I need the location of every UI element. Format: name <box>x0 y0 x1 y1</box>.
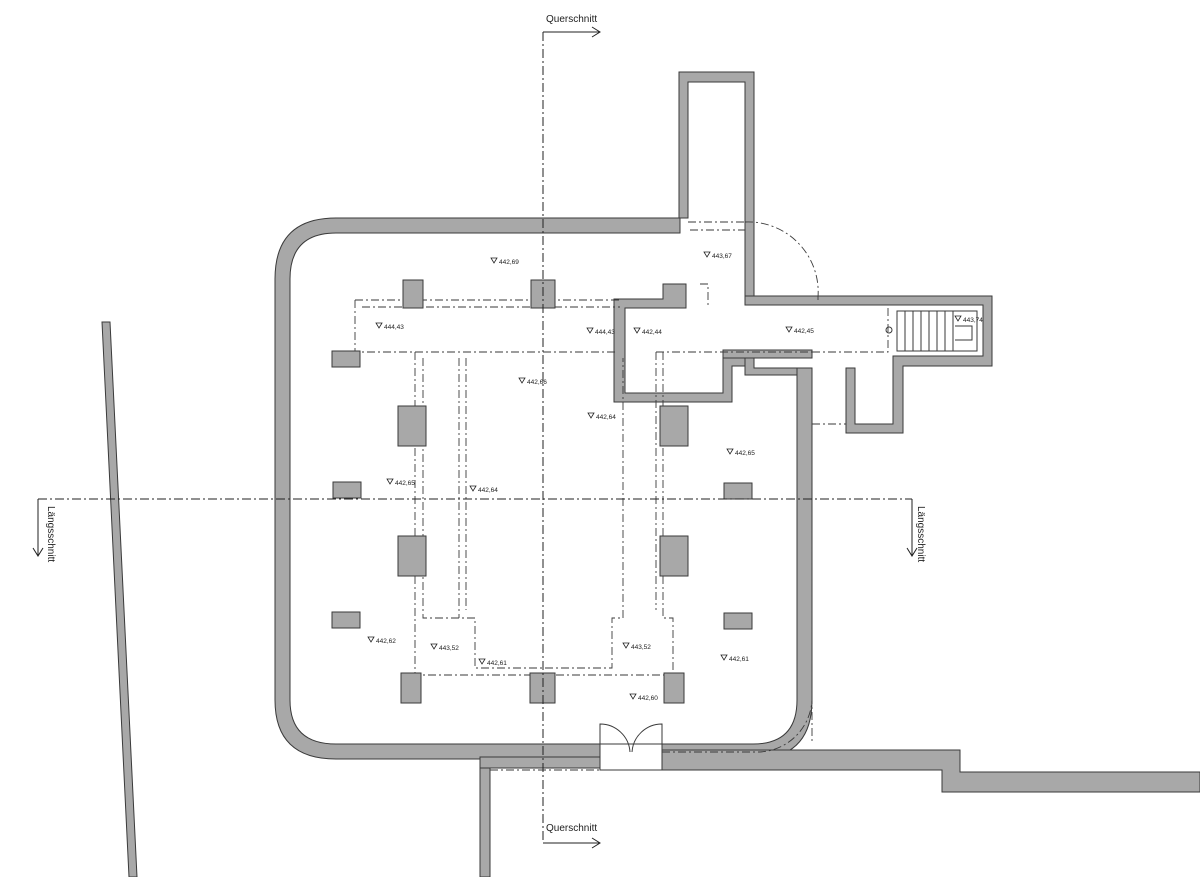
svg-text:443,52: 443,52 <box>631 644 651 651</box>
staircase <box>885 310 978 352</box>
corridor-entry-wall <box>613 283 746 403</box>
door-leaf-left <box>599 723 631 753</box>
level-marker: 443,52 <box>622 642 651 651</box>
svg-text:444,43: 444,43 <box>595 329 615 336</box>
svg-text:442,45: 442,45 <box>794 328 814 335</box>
svg-text:442,61: 442,61 <box>729 656 749 663</box>
level-marker: 444,43 <box>375 322 404 331</box>
level-marker: 442,62 <box>367 636 396 645</box>
svg-text:442,65: 442,65 <box>735 450 755 457</box>
svg-text:443,67: 443,67 <box>712 253 732 260</box>
level-marker: 443,67 <box>703 251 732 260</box>
level-marker: 443,52 <box>430 643 459 652</box>
shaft-wall <box>678 71 755 301</box>
svg-text:442,69: 442,69 <box>499 259 519 266</box>
level-markers: 442,69 443,67 444,43 444,43 442,44 442,4… <box>367 251 983 702</box>
level-marker: 442,61 <box>478 658 507 667</box>
cross-section-label-bottom: Querschnitt <box>546 823 597 834</box>
level-marker: 442,61 <box>720 654 749 663</box>
level-marker: 442,65 <box>726 448 755 457</box>
svg-text:442,60: 442,60 <box>638 695 658 702</box>
corridor-room-wall <box>744 357 798 376</box>
svg-text:442,64: 442,64 <box>478 487 498 494</box>
svg-text:442,62: 442,62 <box>376 638 396 645</box>
corridor-wall <box>744 295 993 434</box>
level-marker: 442,60 <box>629 693 658 702</box>
level-marker: 443,74 <box>954 315 983 324</box>
bottom-right-exterior-wall <box>661 749 1200 793</box>
bottom-center-wall <box>479 756 601 769</box>
bottom-left-wall-stub <box>479 756 491 877</box>
columns <box>331 279 753 704</box>
cross-section-marker: Querschnitt Querschnitt <box>542 14 601 849</box>
main-hall-wall <box>274 217 813 760</box>
svg-text:442,66: 442,66 <box>527 379 547 386</box>
level-marker: 442,64 <box>469 485 498 494</box>
level-marker: 444,43 <box>586 327 615 336</box>
corridor-lower-wall <box>722 349 813 359</box>
svg-text:444,43: 444,43 <box>384 324 404 331</box>
entrance-threshold <box>599 743 663 771</box>
svg-text:442,64: 442,64 <box>596 414 616 421</box>
longitudinal-label-left: Längsschnitt <box>45 506 56 562</box>
level-marker: 442,69 <box>490 257 519 266</box>
svg-text:442,61: 442,61 <box>487 660 507 667</box>
svg-text:442,65: 442,65 <box>395 480 415 487</box>
svg-text:443,52: 443,52 <box>439 645 459 652</box>
door-leaf-right <box>631 723 663 753</box>
longitudinal-section-marker: Längsschnitt Längsschnitt <box>32 498 926 562</box>
level-marker: 442,66 <box>518 377 547 386</box>
level-marker: 442,45 <box>785 326 814 335</box>
longitudinal-label-right: Längsschnitt <box>915 506 926 562</box>
level-marker: 442,65 <box>386 478 415 487</box>
level-marker: 442,44 <box>633 327 662 336</box>
level-marker: 442,64 <box>587 412 616 421</box>
cross-section-label-top: Querschnitt <box>546 14 597 25</box>
left-exterior-wall <box>101 321 138 877</box>
svg-text:442,44: 442,44 <box>642 329 662 336</box>
svg-text:443,74: 443,74 <box>963 317 983 324</box>
